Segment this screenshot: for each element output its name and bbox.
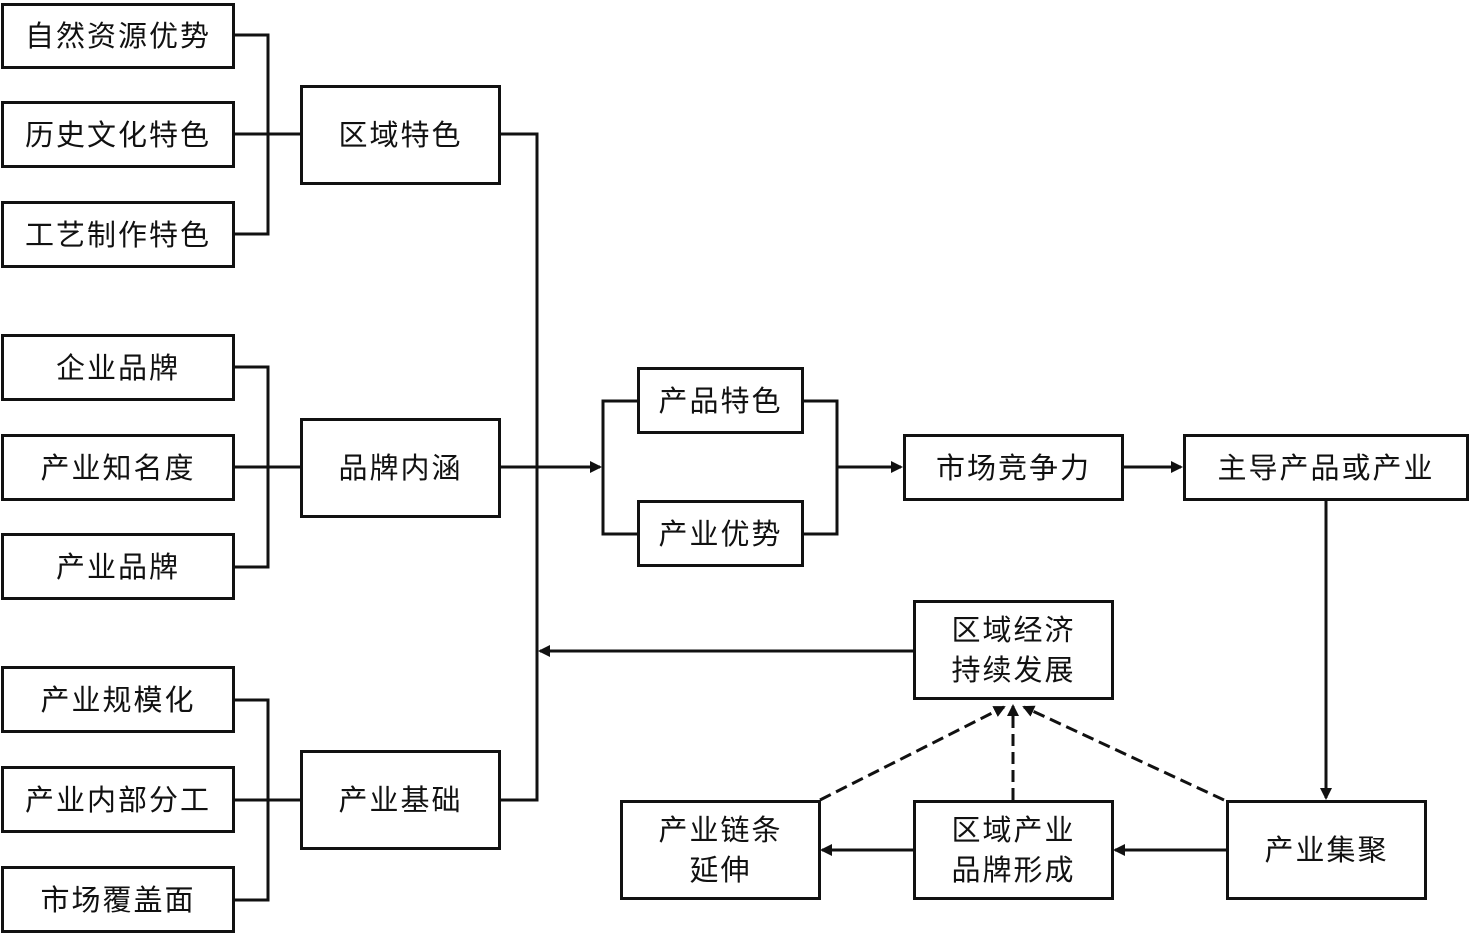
dashed-chain-to-economy [819, 705, 1006, 802]
industry-brand-label: 产业品牌 [55, 549, 180, 584]
leading-product-label: 主导产品或产业 [1217, 450, 1435, 485]
industry-chain-box: 产业链条 延伸 [620, 800, 821, 900]
regional-feature-box: 区域特色 [300, 85, 501, 185]
regional-economy-box: 区域经济 持续发展 [913, 600, 1114, 700]
industry-division-label: 产业内部分工 [24, 782, 211, 817]
industry-base-label: 产业基础 [338, 783, 463, 817]
industry-base-box: 产业基础 [300, 750, 501, 850]
regional-brand-box: 区域产业 品牌形成 [913, 800, 1114, 900]
industry-brand-box: 产业品牌 [1, 533, 235, 600]
industry-advantage-label: 产业优势 [658, 516, 783, 551]
brand-connotation-box: 品牌内涵 [300, 418, 501, 518]
natural-resources-box: 自然资源优势 [1, 3, 235, 69]
regional-economy-line1: 区域经济 [951, 613, 1076, 647]
industry-cluster-label: 产业集聚 [1264, 833, 1389, 867]
craft-box: 工艺制作特色 [1, 201, 235, 268]
bracket-features-left [601, 399, 637, 536]
history-culture-box: 历史文化特色 [1, 101, 235, 168]
history-culture-label: 历史文化特色 [24, 117, 211, 152]
bracket-features-right [803, 399, 839, 536]
bracket-industry-base [234, 698, 300, 902]
industry-fame-box: 产业知名度 [1, 434, 235, 501]
natural-resources-label: 自然资源优势 [24, 19, 211, 53]
regional-economy-line2: 持续发展 [951, 653, 1076, 687]
enterprise-brand-label: 企业品牌 [55, 350, 180, 385]
bracket-brand-connotation [234, 365, 300, 569]
product-feature-label: 产品特色 [658, 383, 783, 418]
product-feature-box: 产品特色 [637, 367, 804, 434]
industry-advantage-box: 产业优势 [637, 500, 804, 567]
industry-chain-line1: 产业链条 [658, 813, 783, 847]
industry-division-box: 产业内部分工 [1, 766, 235, 833]
regional-brand-line2: 品牌形成 [951, 853, 1076, 887]
bracket-regional-feature [234, 33, 300, 236]
industry-fame-label: 产业知名度 [40, 450, 196, 485]
brand-connotation-label: 品牌内涵 [338, 451, 463, 485]
industry-scale-box: 产业规模化 [1, 666, 235, 733]
dashed-cluster-to-economy [1022, 705, 1225, 802]
market-coverage-box: 市场覆盖面 [1, 866, 235, 933]
regional-feature-label: 区域特色 [338, 118, 463, 152]
leading-product-box: 主导产品或产业 [1183, 434, 1469, 501]
collector-line [500, 132, 539, 802]
industry-chain-line2: 延伸 [689, 853, 752, 887]
enterprise-brand-box: 企业品牌 [1, 334, 235, 401]
market-competitiveness-box: 市场竞争力 [903, 434, 1124, 501]
market-coverage-label: 市场覆盖面 [40, 882, 196, 917]
craft-label: 工艺制作特色 [24, 217, 211, 252]
regional-brand-line1: 区域产业 [951, 813, 1076, 847]
industry-cluster-box: 产业集聚 [1226, 800, 1427, 900]
market-competitiveness-label: 市场竞争力 [935, 450, 1091, 485]
industry-scale-label: 产业规模化 [40, 682, 196, 717]
